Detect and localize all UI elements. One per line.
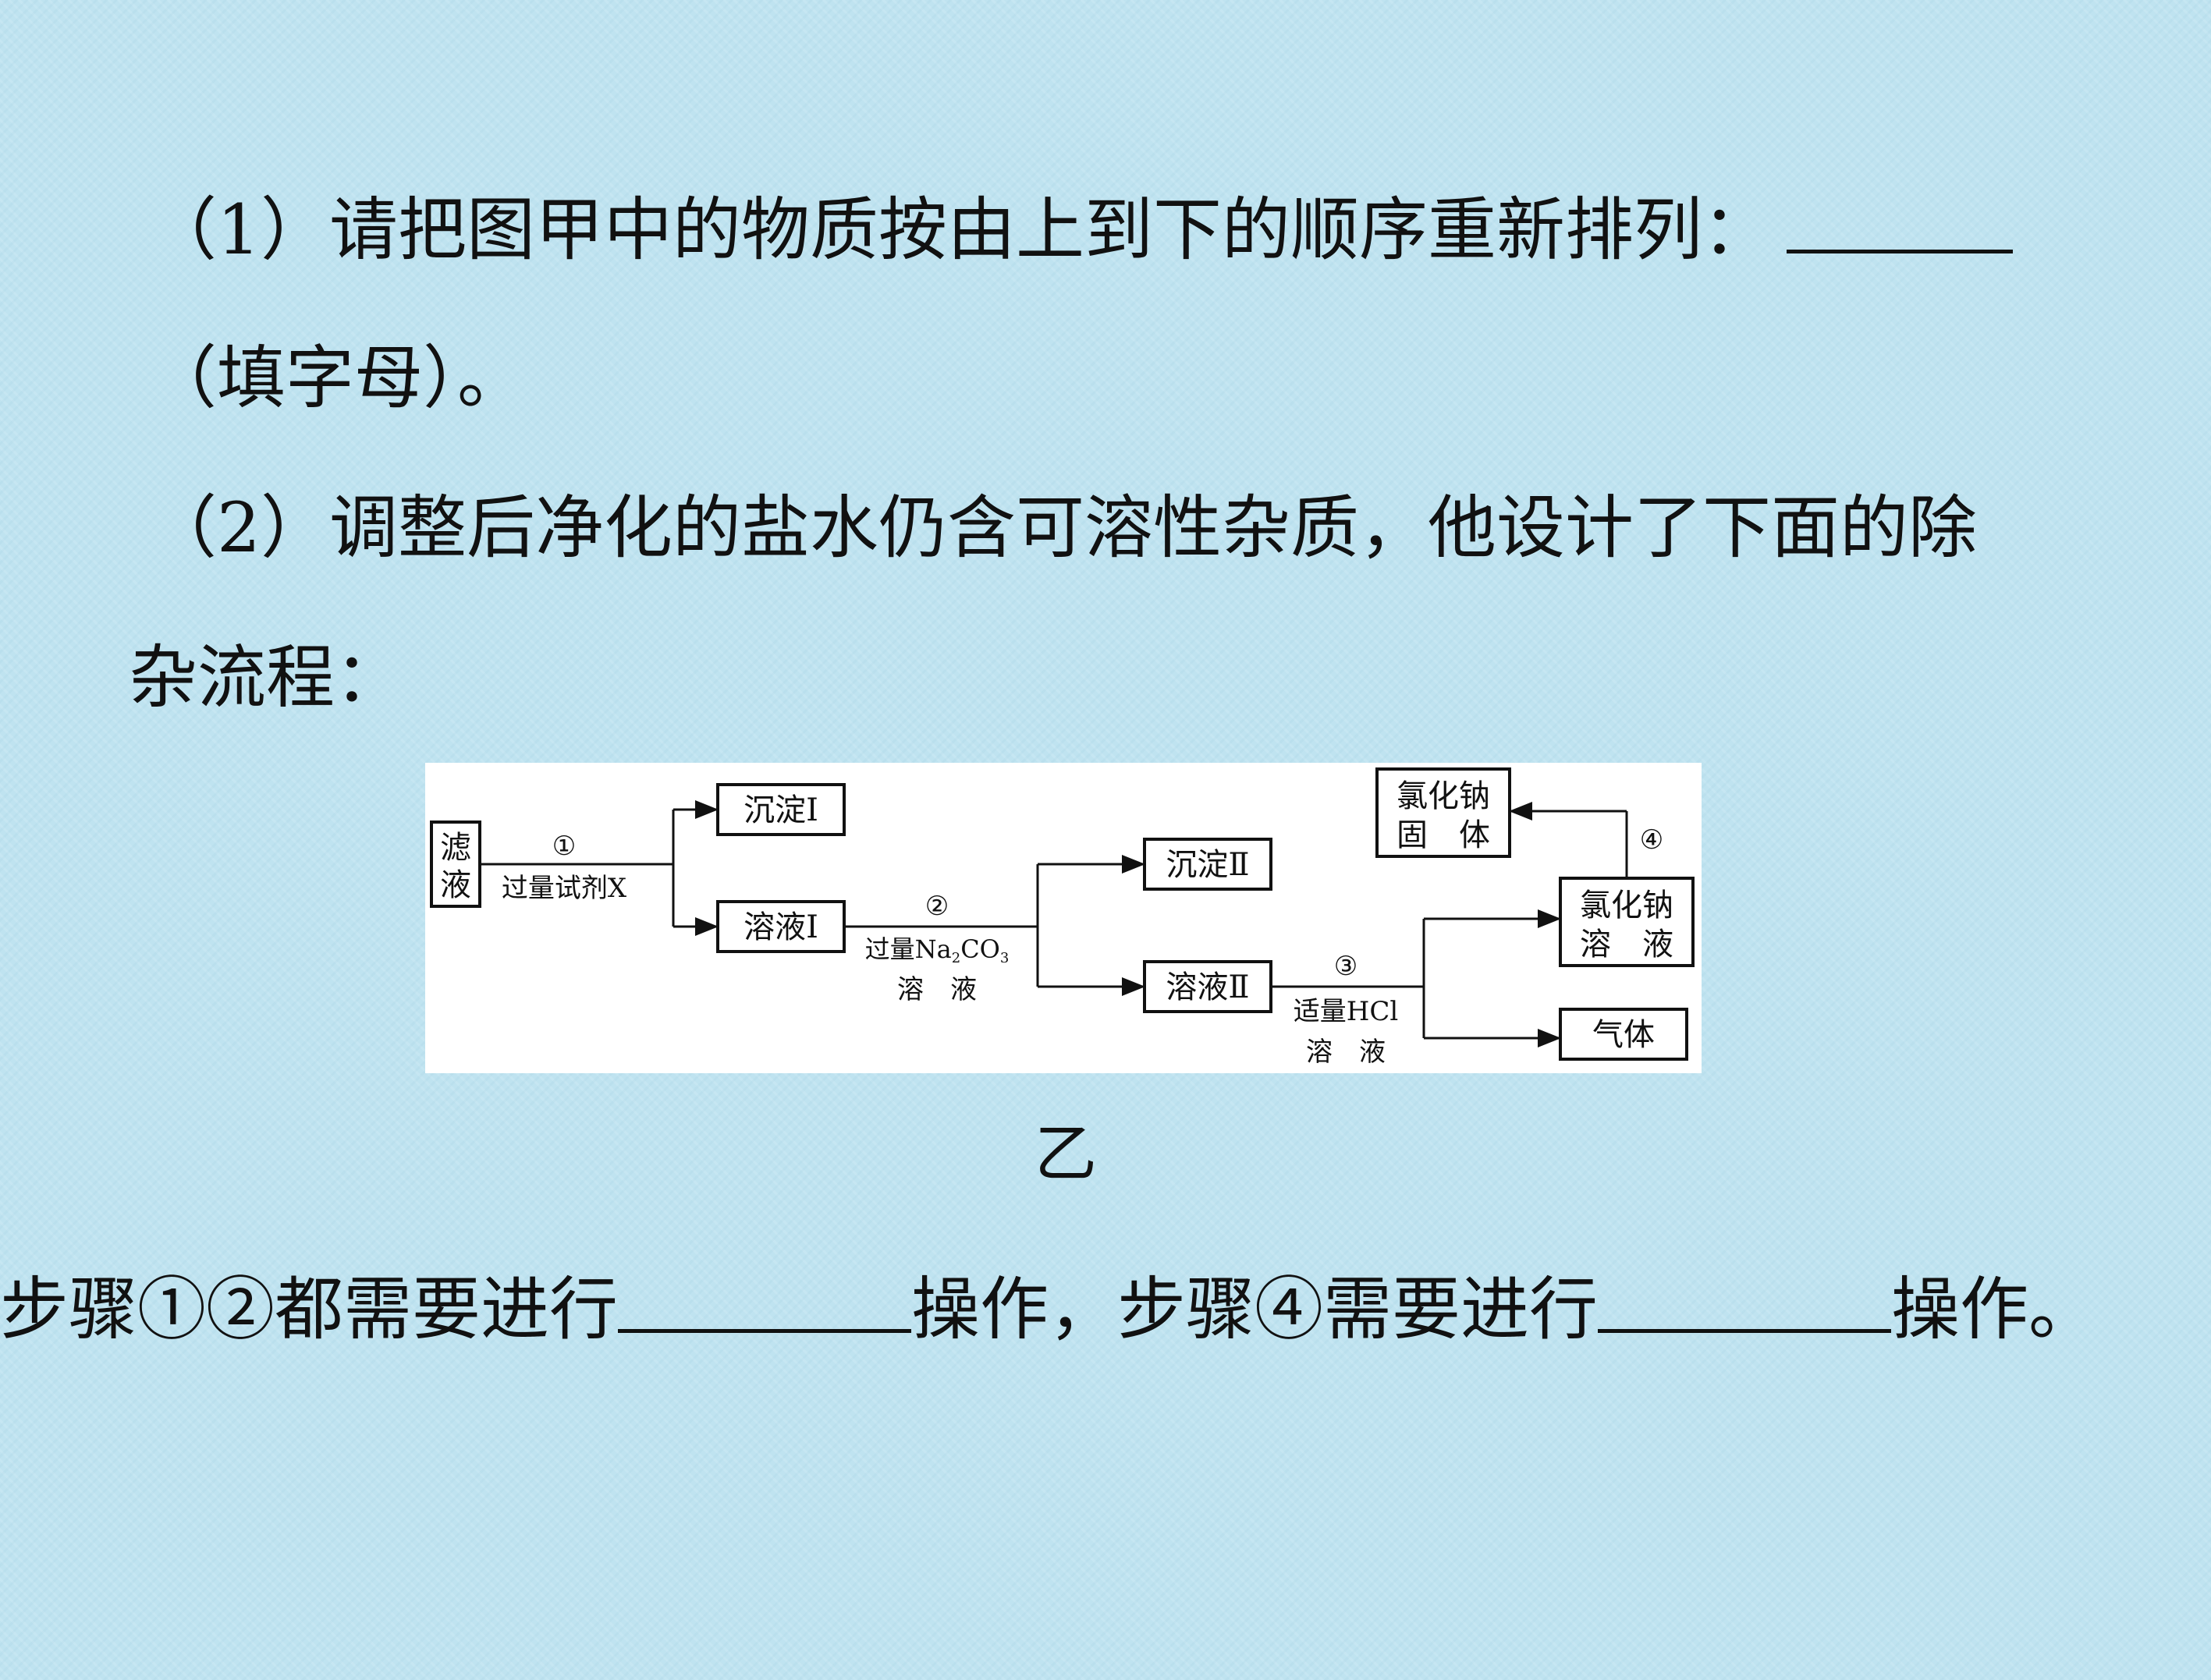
step3-reagent-line2: 溶 液 (1306, 1037, 1386, 1068)
question1-text: （1）请把图甲中的物质按由上到下的顺序重新排列： (148, 190, 1771, 270)
filtrate-label-2: 液 (440, 867, 471, 903)
precipitate2-label: 沉淀Ⅱ (1166, 847, 1249, 883)
gas-label: 气体 (1592, 1017, 1655, 1053)
nacl-solution-box (1559, 877, 1695, 967)
filtrate-box (430, 821, 481, 908)
precipitate1-box (716, 783, 846, 836)
steps-question-line: 步骤①②都需要进行 操作，步骤④需要进行 操作。 (0, 1265, 2097, 1352)
nacl-solution-label-2: 溶 液 (1580, 927, 1673, 962)
solution1-box (716, 900, 846, 953)
steps-text-1: 步骤①②都需要进行 (0, 1269, 619, 1349)
solution2-box (1143, 960, 1272, 1013)
steps-text-3: 操作。 (1891, 1269, 2098, 1349)
step3-number: ③ (1334, 951, 1357, 982)
steps-text-2: 操作，步骤④需要进行 (911, 1269, 1599, 1349)
solution1-label: 溶液Ⅰ (744, 909, 818, 945)
nacl-solid-box (1375, 767, 1511, 858)
question1-line2: （填字母）。 (148, 335, 526, 421)
solution2-label: 溶液Ⅱ (1166, 969, 1249, 1005)
step2-number: ② (925, 891, 949, 922)
step1-number: ① (552, 831, 576, 862)
answer-blank-steps12[interactable] (618, 1265, 912, 1333)
answer-blank-order[interactable] (1787, 186, 2013, 253)
step2-reagent: 过量Na2CO3 (865, 934, 1010, 966)
filtrate-label-1: 滤 (440, 830, 471, 866)
step3-reagent: 适量HCl (1294, 996, 1399, 1027)
precipitate2-box (1143, 838, 1272, 891)
question2-text: （2）调整后净化的盐水仍含可溶性杂质，他设计了下面的除 (148, 487, 1977, 568)
question2-text-cont: 杂流程： (129, 637, 404, 718)
purification-flowchart: 滤 液 ① 过量试剂X 沉淀Ⅰ 溶液Ⅰ ② 过量Na2CO3 溶 液 沉淀Ⅱ 溶… (425, 763, 1702, 1073)
step4-number: ④ (1640, 824, 1663, 856)
step2-reagent-line2: 溶 液 (897, 974, 977, 1005)
figure-caption: 乙 (1035, 1118, 1097, 1190)
nacl-solution-label-1: 氯化钠 (1580, 888, 1673, 923)
answer-blank-step4[interactable] (1598, 1265, 1892, 1333)
question1-line1: （1）请把图甲中的物质按由上到下的顺序重新排列： (148, 186, 2013, 273)
step1-reagent: 过量试剂X (502, 873, 627, 904)
question1-hint: （填字母）。 (148, 338, 527, 418)
precipitate1-label: 沉淀Ⅰ (744, 792, 818, 828)
question2-line2: 杂流程： (129, 635, 403, 721)
nacl-solid-label-2: 固 体 (1397, 817, 1490, 853)
nacl-solid-label-1: 氯化钠 (1397, 778, 1490, 814)
question2-line1: （2）调整后净化的盐水仍含可溶性杂质，他设计了下面的除 (148, 485, 1977, 571)
